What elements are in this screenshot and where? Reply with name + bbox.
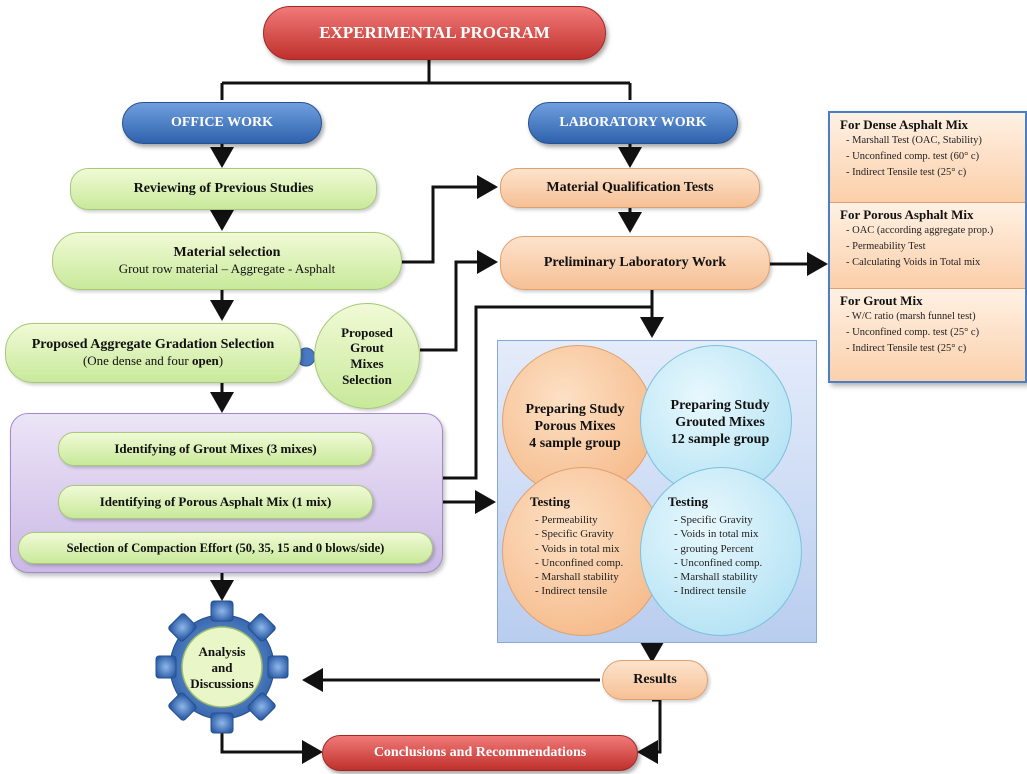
grouted-title-line-3: 12 sample group: [670, 431, 770, 447]
testing-right-item-3: - grouting Percent: [674, 542, 754, 555]
grout-selection-line-1: Proposed: [341, 324, 393, 340]
laboratory-work-header: LABORATORY WORK: [528, 102, 738, 144]
testing-right-title: Testing: [668, 494, 708, 509]
material-qualification-tests: Material Qualification Tests: [500, 168, 760, 208]
grout-item-3: - Indirect Tensile test (25° c): [846, 342, 967, 354]
porous-mixes-title: Preparing Study Porous Mixes 4 sample gr…: [510, 402, 640, 452]
dense-item-3: - Indirect Tensile test (25° c): [846, 166, 967, 178]
office-work-header: OFFICE WORK: [122, 102, 322, 144]
porous-item-3: - Calculating Voids in Total mix: [846, 256, 981, 268]
testing-left-list: - Permeability - Specific Gravity - Void…: [535, 513, 623, 599]
porous-asphalt-title: For Porous Asphalt Mix: [840, 207, 974, 222]
testing-left-title: Testing: [530, 494, 570, 509]
grout-mixes-selection: Proposed Grout Mixes Selection: [314, 303, 420, 409]
testing-left-item-2: - Specific Gravity: [535, 528, 614, 541]
gradation-sub-c: ): [218, 352, 224, 368]
porous-title-line-2: Porous Mixes: [534, 418, 616, 434]
results: Results: [602, 660, 708, 700]
testing-left-item-4: - Unconfined comp.: [535, 556, 624, 569]
porous-item-1: - OAC (according aggregate prop.): [846, 225, 994, 236]
experimental-program-title: EXPERIMENTAL PROGRAM: [263, 6, 606, 60]
conclusions-and-recommendations: Conclusions and Recommendations: [322, 735, 638, 771]
porous-item-2: - Permeability Test: [846, 240, 926, 252]
testing-left-item-6: - Indirect tensile: [535, 585, 608, 598]
porous-asphalt-section: For Porous Asphalt Mix - OAC (according …: [830, 203, 1025, 289]
grouted-title-line-2: Grouted Mixes: [675, 414, 765, 430]
testing-right-item-4: - Unconfined comp.: [674, 556, 763, 569]
analysis-and-discussions: Analysis and Discussions: [182, 638, 262, 698]
grout-item-1: - W/C ratio (marsh funnel test): [846, 311, 976, 322]
material-selection: Material selection Grout row material – …: [52, 232, 402, 290]
porous-title-line-1: Preparing Study: [525, 402, 625, 417]
analysis-line-1: Analysis: [198, 643, 246, 659]
testing-right-item-2: - Voids in total mix: [674, 528, 759, 541]
testing-right-item-5: - Marshall stability: [674, 571, 758, 584]
reviewing-previous-studies: Reviewing of Previous Studies: [70, 168, 377, 210]
dense-item-2: - Unconfined comp. test (60° c): [846, 150, 980, 162]
testing-left-item-5: - Marshall stability: [535, 571, 619, 584]
testing-left-item-1: - Permeability: [535, 514, 598, 526]
analysis-line-2: and: [211, 659, 233, 675]
aggregate-gradation-selection: Proposed Aggregate Gradation Selection (…: [5, 323, 301, 383]
test-requirements-panel: For Dense Asphalt Mix - Marshall Test (O…: [828, 111, 1027, 383]
testing-right-circle: [640, 467, 802, 636]
dense-asphalt-section: For Dense Asphalt Mix - Marshall Test (O…: [830, 113, 1025, 203]
testing-left-item-3: - Voids in total mix: [535, 542, 620, 555]
material-selection-label: Material selection: [173, 245, 281, 261]
identifying-porous-asphalt-mix: Identifying of Porous Asphalt Mix (1 mix…: [58, 485, 373, 519]
preliminary-laboratory-work: Preliminary Laboratory Work: [500, 236, 770, 290]
porous-title-line-3: 4 sample group: [529, 435, 621, 451]
testing-right-item-1: - Specific Gravity: [674, 514, 753, 526]
grouted-title-line-1: Preparing Study: [670, 398, 770, 413]
gradation-sub-open: open: [191, 352, 219, 368]
gradation-label: Proposed Aggregate Gradation Selection: [31, 337, 275, 353]
grout-mix-title: For Grout Mix: [840, 293, 923, 308]
grout-selection-line-4: Selection: [342, 371, 392, 387]
grout-selection-line-2: Grout: [350, 340, 384, 356]
testing-left-circle: [502, 467, 664, 636]
analysis-line-3: Discussions: [190, 676, 254, 692]
testing-right-list: - Specific Gravity - Voids in total mix …: [674, 513, 762, 599]
dense-item-1: - Marshall Test (OAC, Stability): [846, 135, 982, 146]
grout-selection-line-3: Mixes: [350, 356, 384, 371]
identifying-grout-mixes: Identifying of Grout Mixes (3 mixes): [58, 432, 373, 466]
grouted-mixes-title: Preparing Study Grouted Mixes 12 sample …: [655, 398, 785, 448]
gradation-sub-a: (One dense and four: [82, 352, 192, 368]
gradation-sub: (One dense and four open): [82, 352, 224, 369]
grout-item-2: - Unconfined comp. test (25° c): [846, 326, 980, 338]
material-selection-sub: Grout row material – Aggregate - Asphalt: [118, 260, 336, 276]
analysis-gear-icon: [155, 600, 289, 734]
testing-right-item-6: - Indirect tensile: [674, 585, 747, 598]
grout-mix-section: For Grout Mix - W/C ratio (marsh funnel …: [830, 289, 1025, 381]
compaction-effort-selection: Selection of Compaction Effort (50, 35, …: [18, 532, 433, 564]
dense-asphalt-title: For Dense Asphalt Mix: [840, 117, 968, 132]
